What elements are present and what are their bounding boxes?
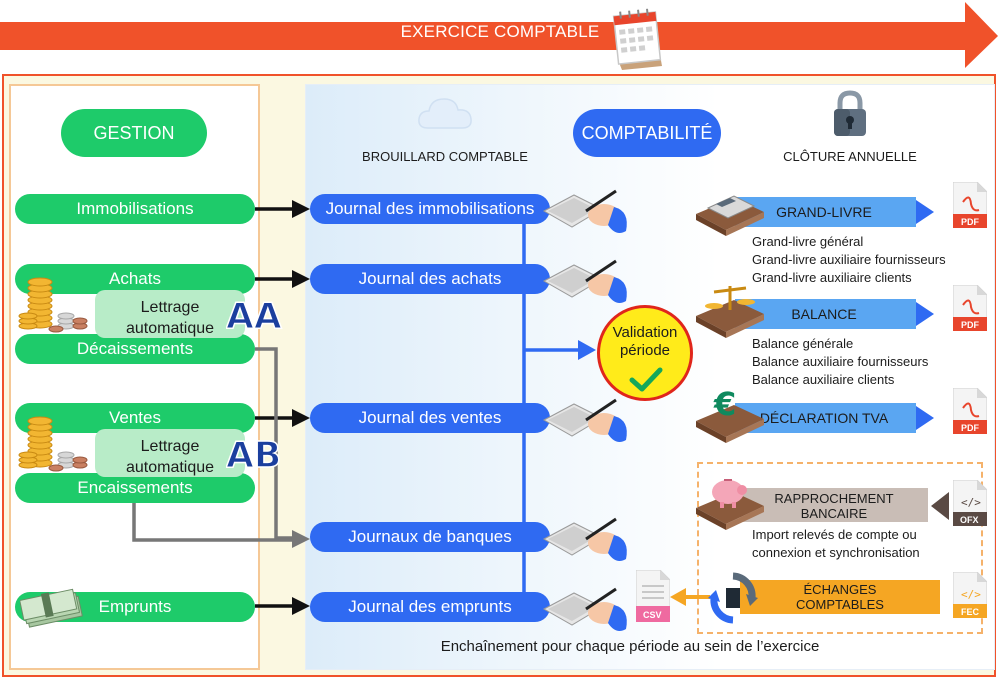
rapprochement-detail: connexion et synchronisation xyxy=(752,545,920,560)
gestion-title: GESTION xyxy=(61,109,207,157)
rapprochement-details: Import relevés de compte ou connexion et… xyxy=(752,526,920,562)
chevron-right-icon xyxy=(912,299,934,329)
cloture-title: CLÔTURE ANNUELLE xyxy=(783,149,917,164)
csv-label: CSV xyxy=(643,610,662,620)
svg-text:€: € xyxy=(713,385,736,423)
pdf-file-icon: PDF xyxy=(953,285,987,331)
writing-hand-icon xyxy=(542,259,627,303)
lettrage-1-line1: Lettrage xyxy=(140,299,200,316)
pdf-label: PDF xyxy=(961,320,980,330)
balance-detail: Balance auxiliaire clients xyxy=(752,372,895,387)
banknotes-icon xyxy=(20,588,83,628)
grand-livre-details: Grand-livre général Grand-livre auxiliai… xyxy=(752,233,946,287)
journal-immobilisations[interactable]: Journal des immobilisations xyxy=(310,194,550,224)
checkmark-icon xyxy=(629,367,663,392)
fec-file-icon: </> FEC xyxy=(953,572,987,618)
euro-book-icon: € xyxy=(696,385,764,443)
balance-details: Balance générale Balance auxiliaire four… xyxy=(752,335,928,389)
echanges-line2: COMPTABLES xyxy=(796,597,884,612)
gestion-encaissements[interactable]: Encaissements xyxy=(15,473,255,503)
journal-emprunts[interactable]: Journal des emprunts xyxy=(310,592,550,622)
rapprochement-line1: RAPPROCHEMENT xyxy=(774,491,894,506)
grand-livre-detail: Grand-livre auxiliaire fournisseurs xyxy=(752,252,946,267)
lettrage-1-badge: AA xyxy=(226,296,282,334)
journal-ventes[interactable]: Journal des ventes xyxy=(310,403,550,433)
svg-text:</>: </> xyxy=(961,496,981,509)
comptabilite-title: COMPTABILITÉ xyxy=(573,109,721,157)
gestion-decaissements[interactable]: Décaissements xyxy=(15,334,255,364)
chevron-left-icon xyxy=(931,492,949,520)
grand-livre-detail: Grand-livre général xyxy=(752,234,864,249)
grand-livre-detail: Grand-livre auxiliaire clients xyxy=(752,270,912,285)
calendar-icon xyxy=(612,8,662,70)
writing-hand-icon xyxy=(542,189,627,233)
csv-file-icon: CSV xyxy=(636,570,670,622)
scale-book-icon xyxy=(696,286,764,338)
cloud-icon xyxy=(418,98,472,129)
pdf-file-icon: PDF xyxy=(953,182,987,228)
gestion-immobilisations[interactable]: Immobilisations xyxy=(15,194,255,224)
calculator-book-icon xyxy=(696,195,764,236)
gestion-achats[interactable]: Achats xyxy=(15,264,255,294)
echanges-line1: ÉCHANGES xyxy=(803,582,877,597)
grand-livre-band[interactable]: GRAND-LIVRE xyxy=(735,197,913,227)
svg-text:</>: </> xyxy=(961,588,981,601)
chevron-right-icon xyxy=(912,197,934,227)
coins-icon xyxy=(18,416,88,472)
exercice-arrow xyxy=(0,2,998,68)
gestion-panel xyxy=(9,84,260,670)
lettrage-2-line2: automatique xyxy=(125,459,215,476)
balance-detail: Balance auxiliaire fournisseurs xyxy=(752,354,929,369)
journal-achats[interactable]: Journal des achats xyxy=(310,264,550,294)
lettrage-1-line2: automatique xyxy=(125,320,215,337)
lettrage-ab-badge: AB xyxy=(226,434,282,473)
writing-hand-icon xyxy=(542,587,627,631)
gestion-ventes[interactable]: Ventes xyxy=(15,403,255,433)
journal-banques[interactable]: Journaux de banques xyxy=(310,522,550,552)
rapprochement-band[interactable]: RAPPROCHEMENT BANCAIRE xyxy=(740,488,928,522)
piggy-bank-icon xyxy=(696,479,764,530)
balance-detail: Balance générale xyxy=(752,336,854,351)
rapprochement-detail: Import relevés de compte ou xyxy=(752,527,917,542)
lettrage-automatique-1: Lettrage automatique xyxy=(95,290,245,338)
lettrage-aa-badge: AA xyxy=(226,295,283,334)
lettrage-2-badge: AB xyxy=(226,435,281,473)
lettrage-2-line1: Lettrage xyxy=(140,438,200,455)
footer-note: Enchaînement pour chaque période au sein… xyxy=(440,638,820,655)
ofx-label: OFX xyxy=(960,515,979,525)
balance-band[interactable]: BALANCE xyxy=(735,299,913,329)
exercice-title: EXERCICE COMPTABLE xyxy=(400,22,600,41)
sync-exchange-icon xyxy=(708,572,758,624)
coins-icon xyxy=(18,277,88,333)
brouillard-title: BROUILLARD COMPTABLE xyxy=(362,149,528,164)
writing-hand-icon xyxy=(542,398,627,442)
pdf-label: PDF xyxy=(961,217,980,227)
fec-label: FEC xyxy=(961,607,980,617)
bank-exchange-group xyxy=(697,462,983,634)
rapprochement-line2: BANCAIRE xyxy=(800,506,868,521)
pdf-label: PDF xyxy=(961,423,980,433)
validation-line1: Validation xyxy=(612,324,678,341)
writing-hand-icon xyxy=(542,517,627,561)
ofx-file-icon: </> OFX xyxy=(953,480,987,526)
pdf-file-icon: PDF xyxy=(953,388,987,434)
echanges-comptables-band[interactable]: ÉCHANGES COMPTABLES xyxy=(740,580,940,614)
lettrage-automatique-2: Lettrage automatique xyxy=(95,429,245,477)
declaration-tva-band[interactable]: DÉCLARATION TVA xyxy=(735,403,913,433)
padlock-icon xyxy=(834,90,866,136)
chevron-right-icon xyxy=(912,403,934,433)
validation-line2: période xyxy=(619,342,671,359)
